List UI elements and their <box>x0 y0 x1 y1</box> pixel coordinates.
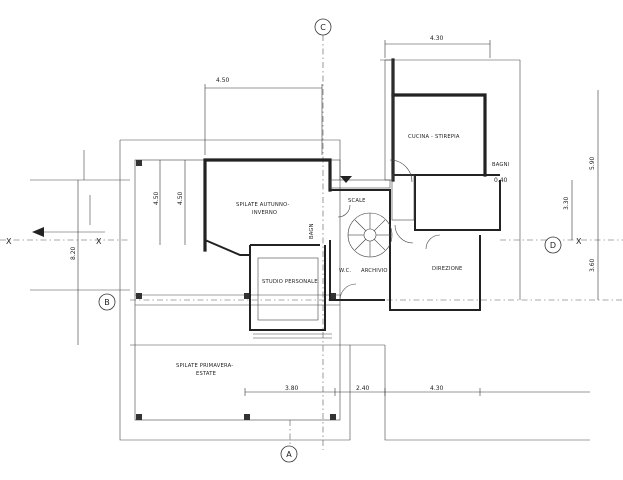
columns <box>136 160 336 420</box>
section-arrow-icon <box>32 227 44 237</box>
room-label-office: DIREZIONE <box>432 266 463 272</box>
room-label-summer-living-sub: ESTATE <box>196 371 216 377</box>
dim-right-v2: 3.30 <box>563 196 570 210</box>
room-label-bath2: BAGN <box>309 223 315 239</box>
axis-label-top: C <box>320 23 326 32</box>
room-label-study: STUDIO PERSONALE <box>262 279 318 285</box>
axis-marker-right: D <box>544 236 562 254</box>
axis-label-left: B <box>104 298 110 307</box>
dim-top-left: 4.50 <box>216 77 230 84</box>
axis-marker-left: B <box>98 293 116 311</box>
axis-marker-bottom: A <box>280 445 298 463</box>
cut-label-left: X <box>6 237 12 246</box>
room-label-archive: ARCHIVIO <box>361 268 388 274</box>
room-label-stair: SCALE <box>348 198 366 204</box>
room-label-winter-living: SPILATE AUTUNNO- <box>236 202 290 208</box>
dim-bottom-3: 4.30 <box>430 385 444 392</box>
spiral-stair <box>347 212 393 258</box>
door-swings <box>337 159 441 301</box>
dim-bottom-2: 2.40 <box>356 385 370 392</box>
cut-label-left-inner: X <box>96 237 102 246</box>
perimeter-lines <box>30 59 590 441</box>
dim-left-v2: 4.50 <box>177 191 184 205</box>
dim-right-v3: 3.60 <box>589 258 596 272</box>
room-label-winter-living-sub: INVERNO <box>252 210 277 216</box>
room-label-bath: BAGNI <box>492 162 510 168</box>
axis-label-bottom: A <box>286 450 292 459</box>
cut-label-right: X <box>576 237 582 246</box>
axis-lines <box>0 35 623 450</box>
dim-bottom-1: 3.80 <box>285 385 299 392</box>
axis-marker-top: C <box>314 18 332 36</box>
dimension-lines <box>77 40 599 396</box>
walls <box>203 58 501 339</box>
room-label-wc: W.C. <box>339 268 351 274</box>
axis-label-right: D <box>550 241 556 250</box>
room-label-kitchen: CUCINA - STIREPIA <box>408 134 460 140</box>
entrance-marker-icon <box>340 176 352 183</box>
dim-left-v1: 4.50 <box>153 191 160 205</box>
dim-left-v3: 8.20 <box>70 246 77 260</box>
dim-top-right: 4.30 <box>430 35 444 42</box>
room-label-summer-living: SPILATE PRIMAVERA- <box>176 363 233 369</box>
dim-small: 0.40 <box>494 177 508 184</box>
dim-right-v1: 5.90 <box>589 156 596 170</box>
